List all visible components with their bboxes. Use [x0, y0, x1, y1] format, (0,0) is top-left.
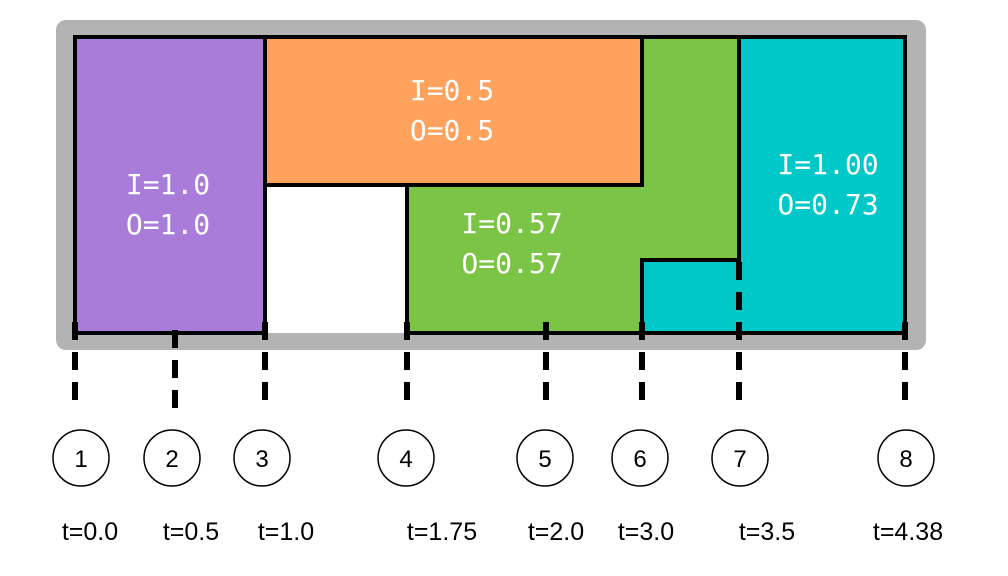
- marker-circle-4: [377, 429, 435, 487]
- marker-circle-5: [516, 429, 574, 487]
- time-label-1: t=0.0: [62, 518, 118, 546]
- region-cyan: [642, 37, 905, 333]
- time-label-3: t=1.0: [258, 518, 314, 546]
- marker-circle-1: [52, 429, 110, 487]
- marker-number-1: 1: [74, 446, 87, 473]
- region-orange: [265, 37, 642, 185]
- marker-circle-2: [143, 429, 201, 487]
- marker-dashes: [72, 262, 908, 418]
- purple-o-label: O=1.0: [126, 208, 210, 241]
- marker-number-4: 4: [399, 446, 412, 473]
- green-o-label: O=0.57: [461, 247, 562, 280]
- marker-number-2: 2: [165, 446, 178, 473]
- time-label-6: t=3.0: [618, 518, 674, 546]
- orange-i-label: I=0.5: [410, 74, 494, 107]
- marker-circle-6: [611, 429, 669, 487]
- marker-number-5: 5: [538, 446, 551, 473]
- time-label-4: t=1.75: [407, 518, 477, 546]
- marker-circles: [52, 429, 935, 487]
- marker-number-3: 3: [255, 446, 268, 473]
- green-i-label: I=0.57: [461, 207, 562, 240]
- time-label-2: t=0.5: [163, 518, 219, 546]
- marker-number-7: 7: [733, 446, 746, 473]
- region-white-gap: [265, 185, 407, 333]
- orange-o-label: O=0.5: [410, 114, 494, 147]
- purple-i-label: I=1.0: [126, 168, 210, 201]
- cyan-i-label: I=1.00: [777, 148, 878, 181]
- marker-circle-3: [233, 429, 291, 487]
- time-label-8: t=4.38: [873, 518, 943, 546]
- time-label-7: t=3.5: [739, 518, 795, 546]
- marker-number-6: 6: [633, 446, 646, 473]
- region-outlines: [73, 35, 907, 335]
- region-purple: [75, 37, 265, 333]
- time-label-5: t=2.0: [528, 518, 584, 546]
- marker-circle-8: [877, 429, 935, 487]
- marker-circle-7: [711, 429, 769, 487]
- marker-number-8: 8: [899, 446, 912, 473]
- cyan-o-label: O=0.73: [777, 188, 878, 221]
